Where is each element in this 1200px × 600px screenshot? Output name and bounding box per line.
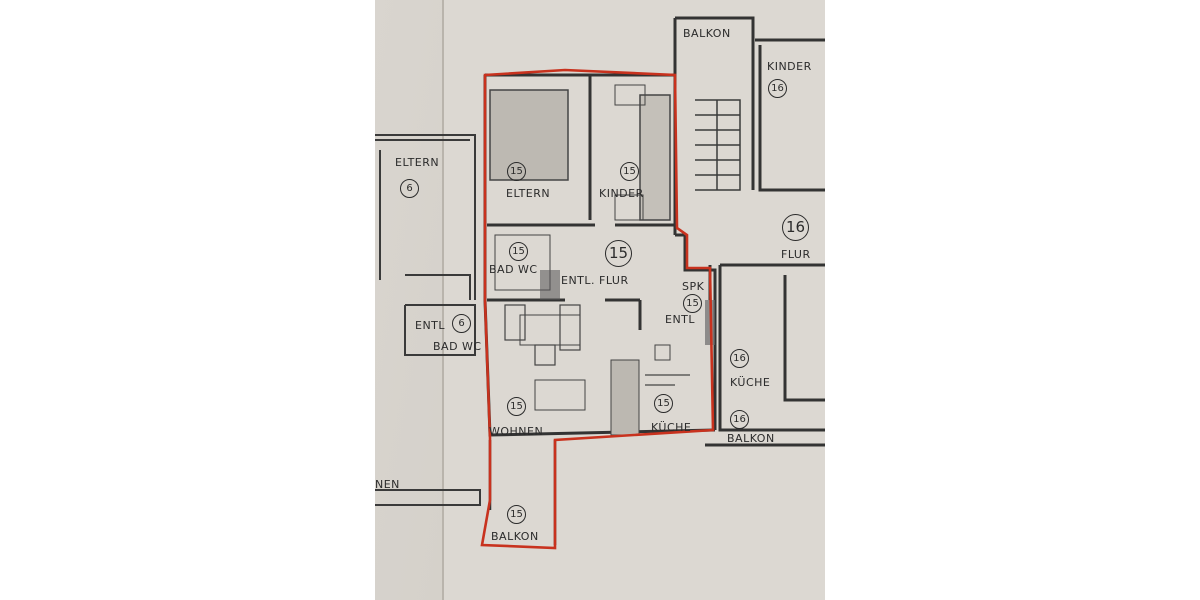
room-label-entl-flur: ENTL. FLUR xyxy=(561,274,629,287)
room-label-kinder-15: KINDER xyxy=(599,187,644,200)
room-label-spk: SPK xyxy=(682,280,705,293)
room-number-spk: 15 xyxy=(683,294,702,313)
room-label-wohnen-left: NEN xyxy=(375,478,400,491)
unit-16-walls xyxy=(673,16,825,447)
room-label-bad-15: BAD WC xyxy=(489,263,538,276)
room-number-entl-left: 6 xyxy=(452,314,471,333)
room-label-balkon-15: BALKON xyxy=(491,530,539,543)
room-number-balkon-16: 16 xyxy=(730,410,749,429)
room-number-wohnen-15: 15 xyxy=(507,397,526,416)
room-label-balkon-16: BALKON xyxy=(727,432,775,445)
floor-plan-drawing xyxy=(375,0,825,600)
room-number-eltern-15: 15 xyxy=(507,162,526,181)
room-label-eltern-6: ELTERN xyxy=(395,156,440,169)
room-label-bad-left: BAD WC xyxy=(433,340,482,353)
staircase xyxy=(695,99,741,191)
unit-number-15: 15 xyxy=(605,240,632,267)
room-number-kinder-15: 15 xyxy=(620,162,639,181)
room-label-balkon-top: BALKON xyxy=(683,27,731,40)
room-label-eltern-15: ELTERN xyxy=(506,187,551,200)
bed-kinder xyxy=(639,94,671,221)
room-label-kinder-16: KINDER xyxy=(767,60,812,73)
room-label-wohnen-15: WOHNEN xyxy=(489,425,544,438)
unit-number-16: 16 xyxy=(782,214,809,241)
floor-plan-photo: BALKON KINDER 16 ELTERN 6 15 ELTERN 15 K… xyxy=(375,0,825,600)
room-label-entl-left: ENTL xyxy=(415,319,446,332)
unit-6-walls xyxy=(375,134,481,506)
unit-15-outline xyxy=(480,68,715,550)
room-label-kueche-15: KÜCHE xyxy=(651,421,692,434)
room-number-kueche-16: 16 xyxy=(730,349,749,368)
room-number-eltern-6: 6 xyxy=(400,179,419,198)
room-label-flur-16: FLUR xyxy=(781,248,811,261)
room-number-kinder-16: 16 xyxy=(768,79,787,98)
bed-eltern xyxy=(489,89,569,181)
room-number-bad-15: 15 xyxy=(509,242,528,261)
room-label-kueche-16: KÜCHE xyxy=(730,376,771,389)
room-number-balkon-15: 15 xyxy=(507,505,526,524)
room-number-kueche-15: 15 xyxy=(654,394,673,413)
room-label-entl-right: ENTL xyxy=(665,313,696,326)
